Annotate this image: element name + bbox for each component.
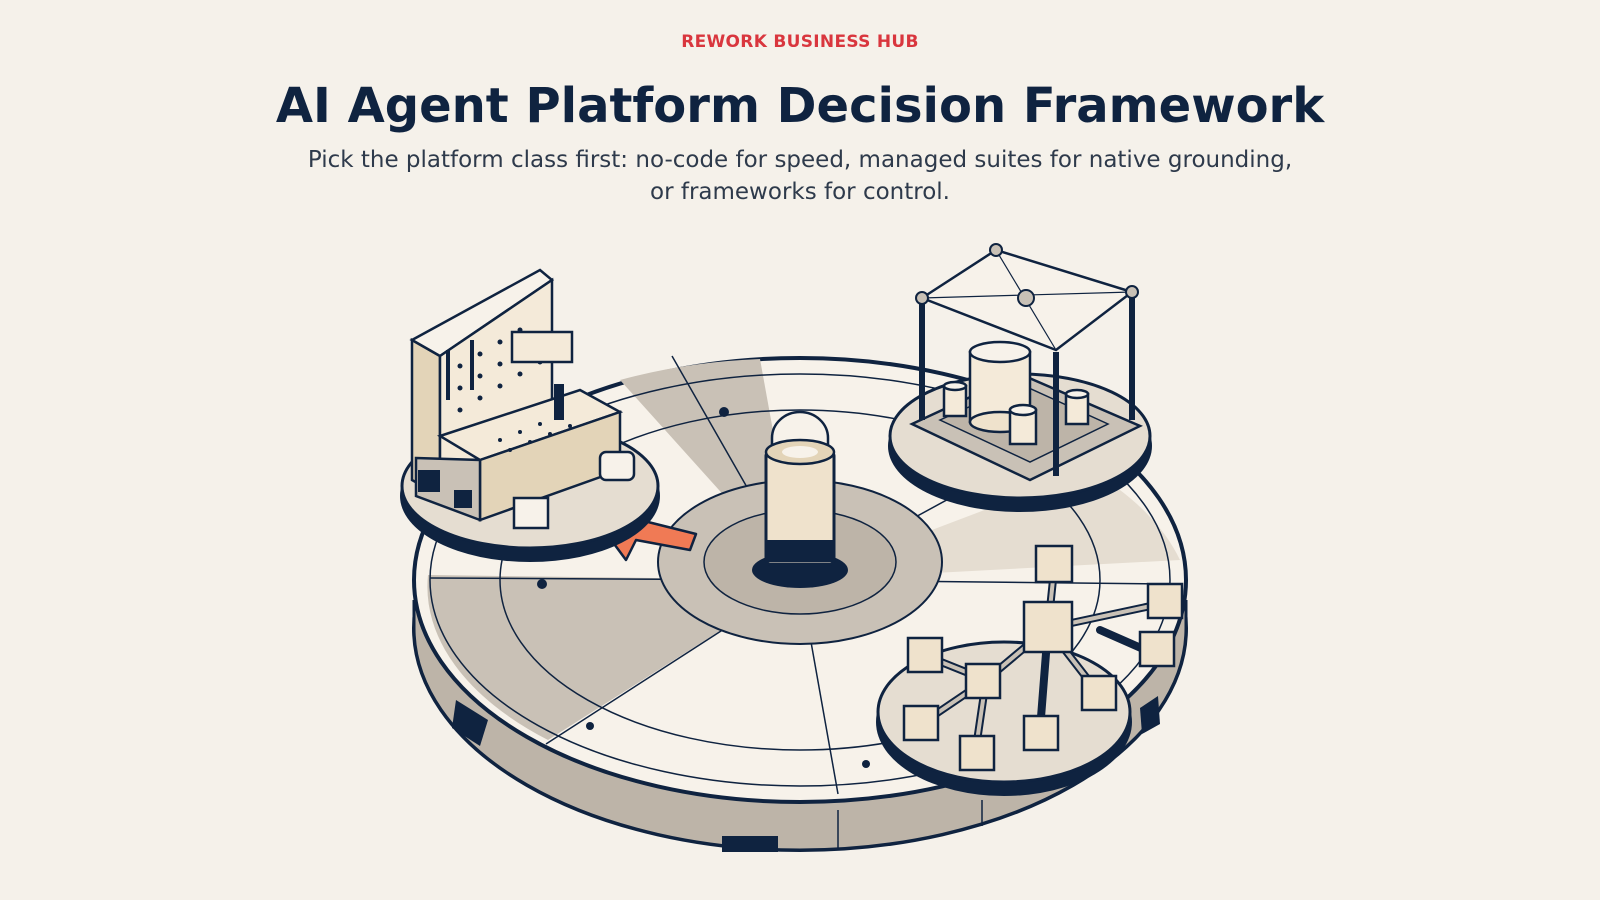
page-subtitle: Pick the platform class first: no-code f… <box>307 147 1293 205</box>
platform-hub-illustration <box>400 243 1188 852</box>
page-title: AI Agent Platform Decision Framework <box>275 78 1325 134</box>
central-pillar-icon <box>752 410 848 588</box>
connected-modules-icon <box>876 544 1184 796</box>
brand-eyebrow: REWORK BUSINESS HUB <box>681 32 919 52</box>
workbench-pegboard-icon <box>400 268 660 562</box>
database-pavilion-icon <box>888 243 1152 512</box>
